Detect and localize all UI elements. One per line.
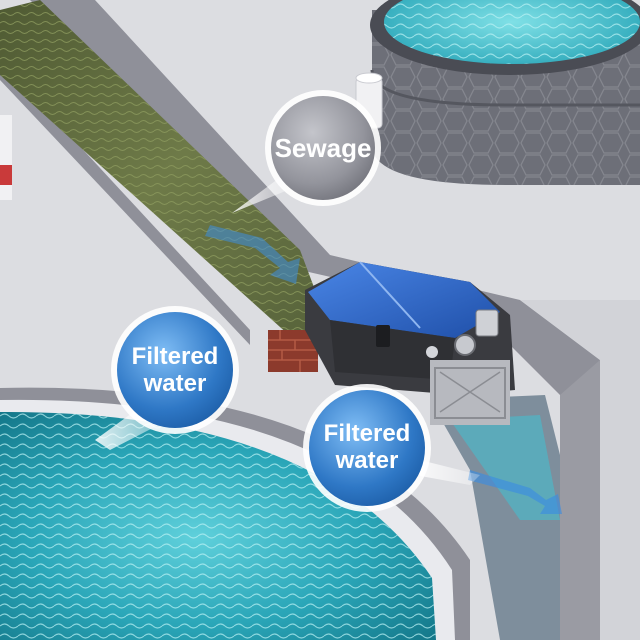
filtered-right-pointer xyxy=(415,460,480,485)
gear-motor xyxy=(454,334,476,356)
filtered-flow-arrow xyxy=(468,470,562,514)
machine-blue-cover xyxy=(308,262,500,338)
control-box xyxy=(475,309,499,337)
filtered-water-pool xyxy=(0,387,470,640)
drum-filter-machine xyxy=(305,261,515,425)
sewage-bubble xyxy=(271,96,375,200)
storage-tank xyxy=(370,0,640,185)
sewage-flow-arrow xyxy=(205,225,300,284)
filtered-right-bubble xyxy=(309,390,425,506)
filtered-left-bubble xyxy=(117,312,233,428)
